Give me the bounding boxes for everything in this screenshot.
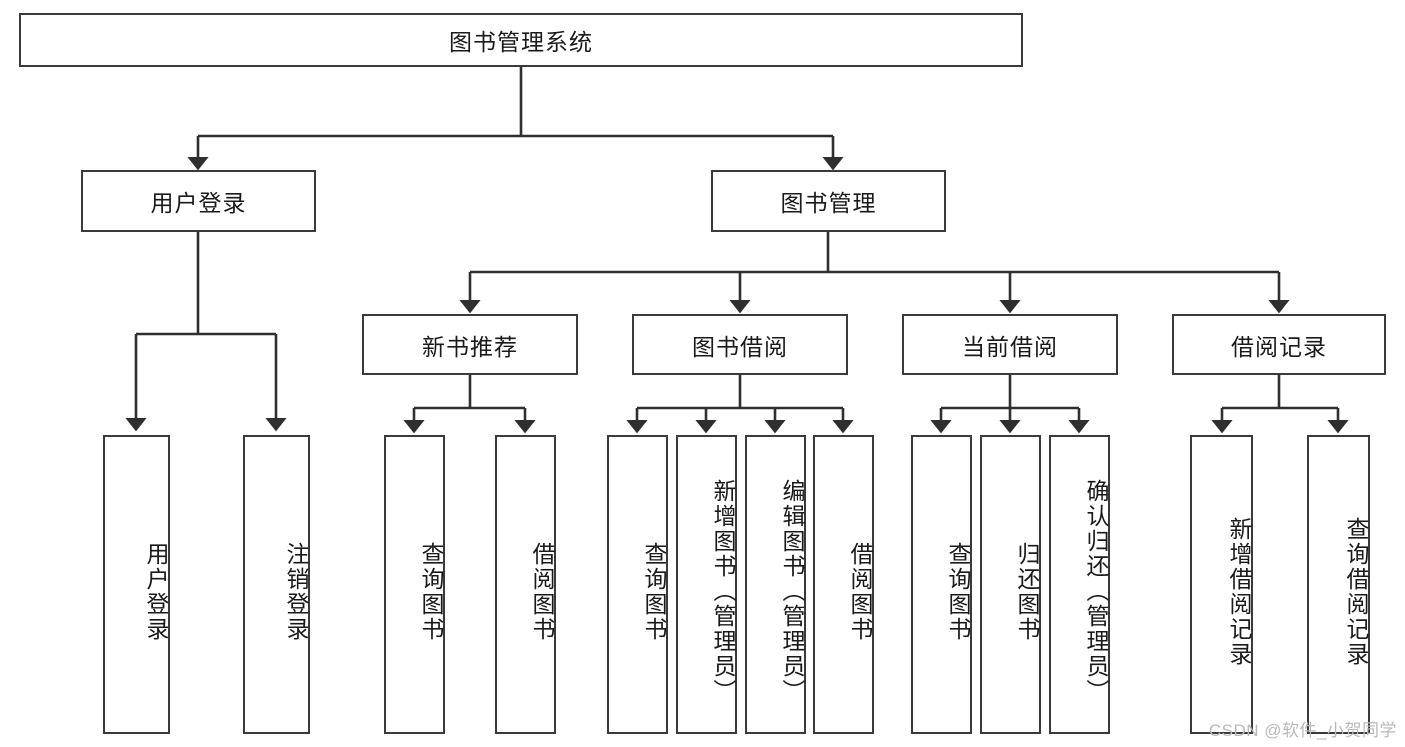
node-user-login-label: 用户登录 <box>150 190 247 216</box>
node-leaf-borrow-book-1[interactable]: 借阅图书 <box>495 435 556 734</box>
node-leaf-edit-book[interactable]: 编辑图书（管理员） <box>745 435 806 734</box>
node-new-book-rec-label: 新书推荐 <box>422 333 518 360</box>
node-new-book-rec[interactable]: 新书推荐 <box>362 314 578 375</box>
node-leaf-return-book[interactable]: 归还图书 <box>980 435 1041 734</box>
node-leaf-confirm-return-label: 确认归还（管理员） <box>1083 479 1109 704</box>
node-leaf-user-login-label: 用户登录 <box>143 541 169 642</box>
node-leaf-query-book-3[interactable]: 查询图书 <box>911 435 972 734</box>
node-current-borrow[interactable]: 当前借阅 <box>902 314 1118 375</box>
node-leaf-borrow-book-1-label: 借阅图书 <box>529 541 555 642</box>
node-root-label: 图书管理系统 <box>449 29 593 55</box>
node-book-borrow-label: 图书借阅 <box>692 333 788 360</box>
node-book-borrow[interactable]: 图书借阅 <box>632 314 848 375</box>
node-book-manage[interactable]: 图书管理 <box>711 170 946 232</box>
node-current-borrow-label: 当前借阅 <box>962 333 1058 360</box>
node-leaf-add-book-label: 新增图书（管理员） <box>710 479 736 704</box>
node-leaf-logout-label: 注销登录 <box>283 541 309 642</box>
node-leaf-query-book-2-label: 查询图书 <box>641 541 667 642</box>
node-leaf-add-book[interactable]: 新增图书（管理员） <box>676 435 737 734</box>
node-leaf-confirm-return[interactable]: 确认归还（管理员） <box>1049 435 1110 734</box>
node-user-login[interactable]: 用户登录 <box>81 170 316 232</box>
node-leaf-query-book-2[interactable]: 查询图书 <box>607 435 668 734</box>
node-borrow-record-label: 借阅记录 <box>1231 333 1327 360</box>
node-leaf-user-login[interactable]: 用户登录 <box>103 435 170 734</box>
node-leaf-add-record-label: 新增借阅记录 <box>1226 516 1252 667</box>
node-borrow-record[interactable]: 借阅记录 <box>1172 314 1386 375</box>
node-leaf-borrow-book-2-label: 借阅图书 <box>847 541 873 642</box>
node-leaf-query-book-3-label: 查询图书 <box>945 541 971 642</box>
node-leaf-query-record-label: 查询借阅记录 <box>1343 516 1369 667</box>
node-leaf-return-book-label: 归还图书 <box>1014 541 1040 642</box>
node-leaf-borrow-book-2[interactable]: 借阅图书 <box>813 435 874 734</box>
node-leaf-edit-book-label: 编辑图书（管理员） <box>779 479 805 704</box>
node-leaf-logout[interactable]: 注销登录 <box>243 435 310 734</box>
node-root[interactable]: 图书管理系统 <box>19 13 1023 67</box>
node-book-manage-label: 图书管理 <box>780 190 877 216</box>
node-leaf-query-book-1-label: 查询图书 <box>418 541 444 642</box>
node-leaf-query-book-1[interactable]: 查询图书 <box>384 435 445 734</box>
node-leaf-query-record[interactable]: 查询借阅记录 <box>1307 435 1370 734</box>
node-leaf-add-record[interactable]: 新增借阅记录 <box>1190 435 1253 734</box>
watermark-label: CSDN @软件_小贺同学 <box>1208 721 1397 740</box>
